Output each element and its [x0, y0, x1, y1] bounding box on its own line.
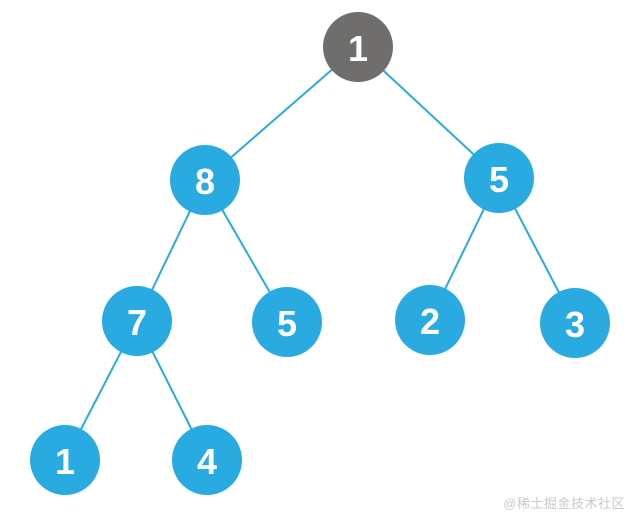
tree-node-circle	[170, 145, 240, 215]
tree-node: 3	[540, 288, 610, 358]
tree-node: 8	[170, 145, 240, 215]
tree-node-circle	[252, 287, 322, 357]
tree-node-circle	[102, 286, 172, 356]
tree-node-label: 5	[277, 303, 297, 344]
tree-node: 1	[30, 425, 100, 495]
watermark: @稀土掘金技术社区	[503, 496, 625, 511]
tree-node: 5	[464, 143, 534, 213]
tree-node-circle	[464, 143, 534, 213]
tree-node: 2	[395, 285, 465, 355]
tree-node-label: 1	[55, 441, 75, 482]
tree-node: 4	[172, 425, 242, 495]
tree-node-circle	[172, 425, 242, 495]
tree-node-label: 7	[127, 302, 147, 343]
tree-node-label: 8	[195, 161, 215, 202]
tree-node-circle	[395, 285, 465, 355]
tree-node-circle	[540, 288, 610, 358]
tree-node: 5	[252, 287, 322, 357]
tree-node-label: 3	[565, 304, 585, 345]
tree-node-label: 4	[197, 441, 217, 482]
tree-node-label: 1	[348, 28, 368, 69]
tree-node-label: 2	[420, 301, 440, 342]
tree-node-circle	[30, 425, 100, 495]
tree-node: 7	[102, 286, 172, 356]
tree-node-root: 1	[323, 12, 393, 82]
tree-node-label: 5	[489, 159, 509, 200]
tree-node-circle	[323, 12, 393, 82]
